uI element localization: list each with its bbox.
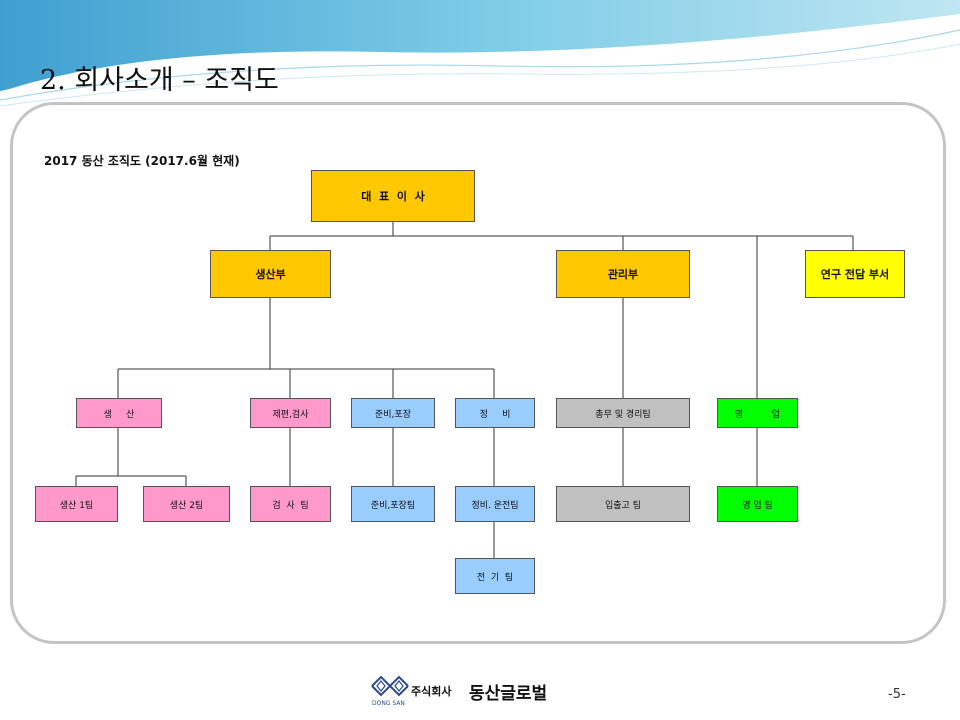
node-sales-team: 영 업 팀 xyxy=(717,486,798,522)
node-prep-pack-team: 준비,포장팀 xyxy=(351,486,435,522)
org-chart-title: 2017 동산 조직도 (2017.6월 현재) xyxy=(44,154,240,168)
logo-company-name: 동산글로벌 xyxy=(469,684,548,704)
node-prep-pack-unit: 준비,포장 xyxy=(351,398,435,428)
page-number: -5- xyxy=(888,687,906,702)
node-research-dept: 연구 전담 부서 xyxy=(805,250,905,298)
dongsan-logo-icon xyxy=(371,675,409,697)
node-production-unit: 생 산 xyxy=(76,398,162,428)
node-maintenance-unit: 정 비 xyxy=(455,398,535,428)
node-sales-unit: 영 업 xyxy=(717,398,798,428)
node-general-affairs-team: 총무 및 경리팀 xyxy=(556,398,690,428)
node-production-team-1: 생산 1팀 xyxy=(35,486,118,522)
node-production-dept: 생산부 xyxy=(210,250,331,298)
logo-company-prefix: 주식회사 xyxy=(411,685,452,698)
logo-mark-label: DONG SAN xyxy=(372,700,405,707)
node-management-dept: 관리부 xyxy=(556,250,690,298)
node-inspection-unit: 제편,검사 xyxy=(250,398,331,428)
company-logo: DONG SAN 주식회사 동산글로벌 xyxy=(370,672,570,712)
node-warehouse-team: 입출고 팀 xyxy=(556,486,690,522)
node-electric-team: 전 기 팀 xyxy=(455,558,535,594)
slide-title: 2. 회사소개 – 조직도 xyxy=(40,65,279,96)
content-frame xyxy=(10,102,946,644)
node-maintenance-driving-team: 정비. 운전팀 xyxy=(455,486,535,522)
node-inspection-team: 검 사 팀 xyxy=(250,486,331,522)
node-ceo: 대 표 이 사 xyxy=(311,170,475,222)
node-production-team-2: 생산 2팀 xyxy=(143,486,230,522)
